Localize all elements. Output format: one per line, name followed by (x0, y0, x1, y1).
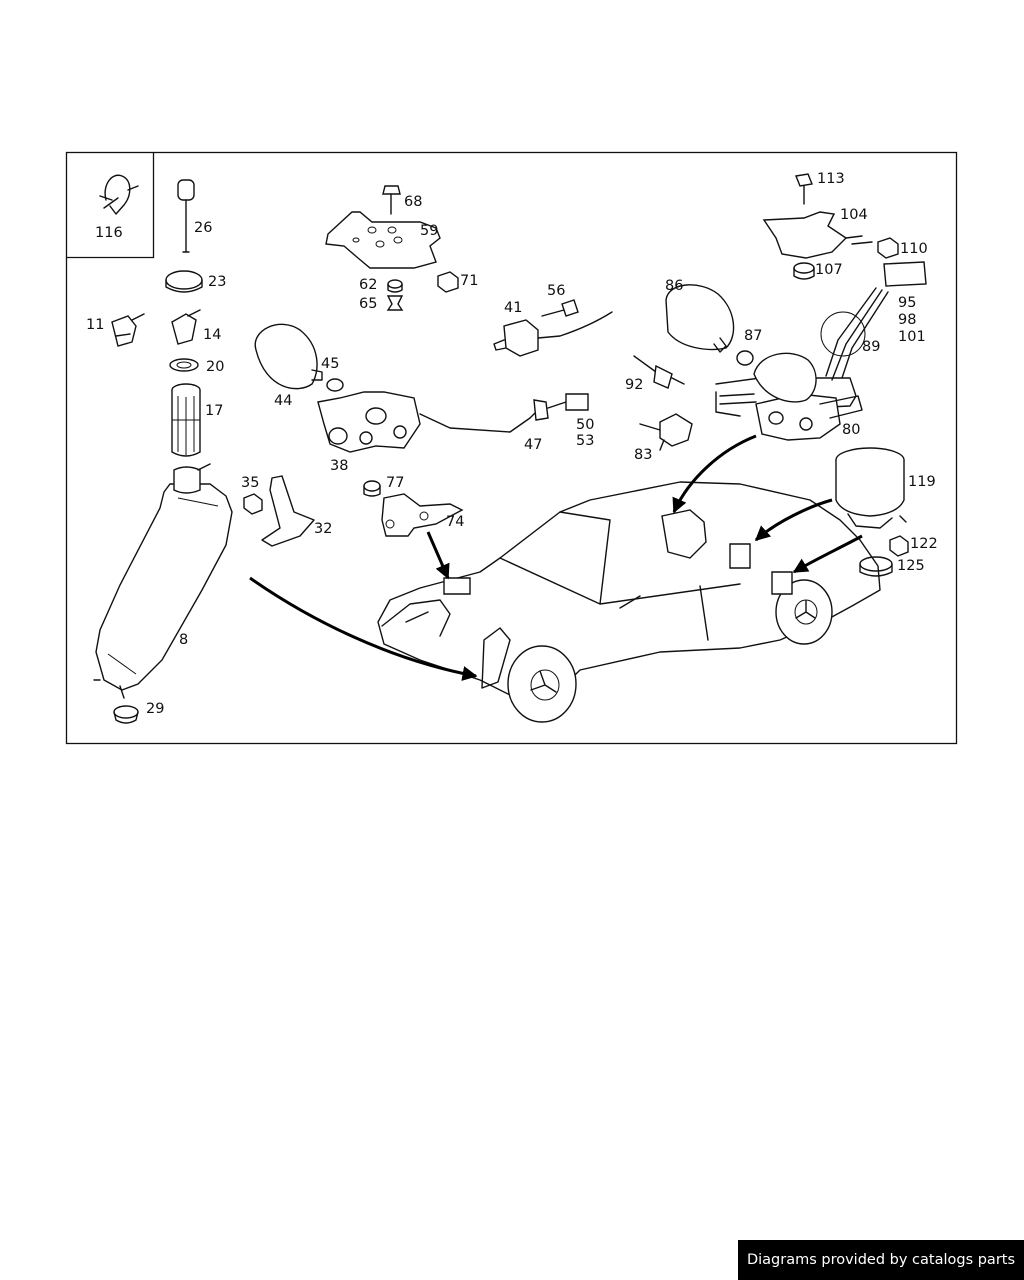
callout-95: 95 (898, 295, 916, 311)
callout-26: 26 (194, 220, 212, 236)
inset-box-border (66, 152, 155, 259)
callout-62: 62 (359, 277, 377, 293)
part-86-accumulator (665, 284, 735, 353)
callout-86: 86 (665, 278, 683, 294)
part-119-reservoir (835, 447, 907, 529)
callout-41: 41 (504, 300, 522, 316)
part-107-grommet (793, 262, 815, 280)
part-44-accumulator (254, 323, 323, 390)
callout-125: 125 (897, 558, 925, 574)
part-8-reservoir (93, 463, 233, 699)
callout-29: 29 (146, 701, 164, 717)
part-38-valve-block (317, 391, 589, 453)
callout-17: 17 (205, 403, 223, 419)
attribution-text: Diagrams provided by catalogs parts (746, 1252, 1016, 1268)
part-116-clip (99, 174, 139, 215)
part-80-pump-unit (715, 352, 863, 441)
callout-38: 38 (330, 458, 348, 474)
part-20-washer (169, 358, 199, 372)
callout-89: 89 (862, 339, 880, 355)
callout-110: 110 (900, 241, 928, 257)
part-56-screw (541, 299, 579, 317)
part-95-connector (883, 261, 927, 287)
part-122-nut (889, 535, 909, 557)
callout-53: 53 (576, 433, 594, 449)
part-17-filter (171, 383, 201, 457)
car-outline (377, 481, 881, 723)
callout-11: 11 (86, 317, 104, 333)
callout-83: 83 (634, 447, 652, 463)
part-87-oring (736, 350, 754, 366)
part-45-oring (326, 378, 344, 392)
callout-44: 44 (274, 393, 292, 409)
callout-98: 98 (898, 312, 916, 328)
callout-92: 92 (625, 377, 643, 393)
part-29-grommet (113, 705, 139, 724)
part-62-grommet (387, 279, 403, 293)
part-89-strap (820, 287, 889, 381)
callout-80: 80 (842, 422, 860, 438)
diagram-frame (65, 151, 958, 745)
part-113-bolt (795, 173, 813, 205)
part-92-sensor (633, 355, 685, 389)
callout-68: 68 (404, 194, 422, 210)
callout-101: 101 (898, 329, 926, 345)
callout-20: 20 (206, 359, 224, 375)
callout-77: 77 (386, 475, 404, 491)
callout-104: 104 (840, 207, 868, 223)
callout-119: 119 (908, 474, 936, 490)
callout-113: 113 (817, 171, 845, 187)
attribution-banner: Diagrams provided by catalogs parts (738, 1240, 1024, 1280)
callout-45: 45 (321, 356, 339, 372)
part-77-grommet (363, 480, 381, 497)
part-32-bracket (261, 475, 315, 547)
callout-35: 35 (241, 475, 259, 491)
part-59-plate (325, 211, 441, 269)
part-125-seal (859, 556, 893, 577)
callout-87: 87 (744, 328, 762, 344)
callout-65: 65 (359, 296, 377, 312)
callout-116: 116 (95, 225, 123, 241)
callout-14: 14 (203, 327, 221, 343)
callout-74: 74 (446, 514, 464, 530)
part-65-grommet (386, 295, 404, 311)
part-104-bracket (762, 211, 873, 259)
callout-71: 71 (460, 273, 478, 289)
part-71-nut (437, 271, 459, 293)
part-35-nut (243, 493, 263, 515)
callout-32: 32 (314, 521, 332, 537)
callout-56: 56 (547, 283, 565, 299)
callout-50: 50 (576, 417, 594, 433)
callout-47: 47 (524, 437, 542, 453)
part-26-dipstick (177, 179, 195, 253)
part-74-bracket (381, 493, 464, 537)
callout-59: 59 (420, 223, 438, 239)
part-23-cap (165, 270, 203, 293)
callout-107: 107 (815, 262, 843, 278)
callout-8: 8 (179, 632, 188, 648)
location-arrows (249, 434, 863, 681)
callout-23: 23 (208, 274, 226, 290)
part-41-sensor (493, 311, 613, 357)
part-110-nut (877, 237, 899, 259)
part-11-fitting (111, 313, 145, 347)
callout-122: 122 (910, 536, 938, 552)
part-83-sensor (639, 413, 693, 451)
part-68-bolt (382, 185, 401, 215)
part-14-fitting (171, 309, 201, 345)
